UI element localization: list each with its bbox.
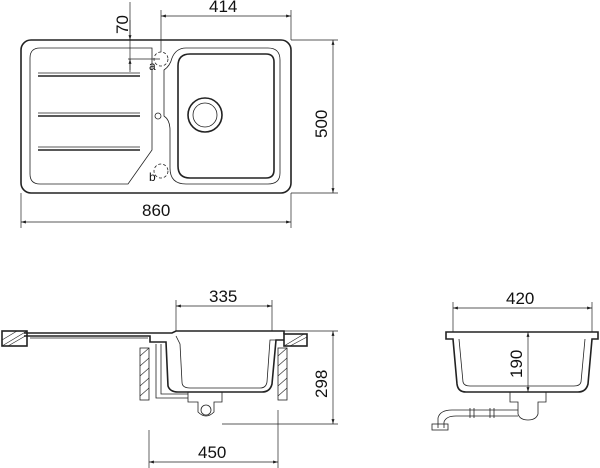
dim-cabinet-450: 450 (198, 443, 226, 462)
dim-depth-500: 500 (312, 110, 331, 138)
drain-inner (192, 102, 218, 128)
top-view: a b 70 414 500 860 (20, 0, 338, 228)
side-section: 420 190 (431, 289, 599, 431)
dim-depth-298: 298 (312, 370, 331, 398)
dim-bowl-width-335: 335 (209, 287, 237, 306)
front-section: 335 298 450 (1, 287, 338, 468)
tap-hole-b-icon (153, 163, 169, 179)
drain-outer (187, 97, 223, 133)
dim-bowl-width-420: 420 (506, 289, 534, 308)
sink-outline (20, 39, 292, 194)
drainer-board (29, 47, 153, 185)
hole-b-label: b (149, 170, 156, 184)
bowl-outline (163, 47, 281, 185)
dim-offset-70: 70 (113, 15, 132, 34)
side-outlet-pipe (437, 409, 518, 428)
drain-trap (187, 391, 223, 417)
side-profile (445, 331, 599, 393)
dim-width-860: 860 (142, 201, 170, 220)
side-drain-trap (509, 392, 547, 421)
overflow-hole (154, 112, 162, 120)
cabinet-panel-left (139, 347, 150, 401)
sink-profile (24, 330, 285, 393)
dim-bowl-depth-190: 190 (507, 350, 526, 378)
cabinet-panel-right (277, 347, 288, 401)
dim-bowl-width-414: 414 (209, 0, 237, 16)
overflow-pipe (155, 344, 188, 399)
worktop-left (1, 330, 28, 347)
hole-a-label: a (149, 59, 156, 73)
